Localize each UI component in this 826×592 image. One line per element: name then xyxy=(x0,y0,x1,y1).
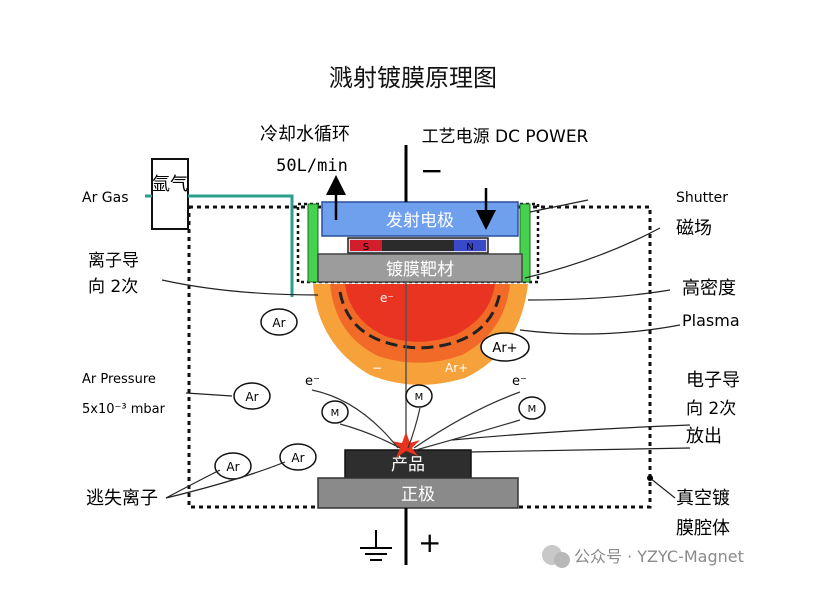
svg-text:Ar: Ar xyxy=(226,460,239,474)
page-title: 溅射镀膜原理图 xyxy=(329,64,497,92)
vacuum-chamber xyxy=(187,205,652,509)
argon-box-label: 氩气 xyxy=(152,174,188,195)
plasma-ar: Ar+ xyxy=(445,361,468,375)
trajectories xyxy=(311,389,521,451)
chamber-pointer-dot xyxy=(647,475,653,481)
shutter-left xyxy=(307,203,319,283)
high-density-label-1: 高密度 xyxy=(682,278,736,299)
lost-ions-label: 逃失离子 xyxy=(86,488,158,509)
vacuum-chamber-label-1: 真空镀 xyxy=(676,488,730,509)
anode-block xyxy=(317,477,519,509)
ar-particle-2: Ar xyxy=(233,382,271,410)
svg-text:M: M xyxy=(415,392,424,403)
anode-label: 正极 xyxy=(401,485,435,505)
magnet-core xyxy=(382,240,454,251)
vacuum-chamber-label-2: 膜腔体 xyxy=(676,518,730,539)
svg-text:M: M xyxy=(528,404,537,415)
argon-box xyxy=(151,158,189,230)
watermark: 公众号 · YZYC-Magnet xyxy=(542,545,744,568)
plasma-inner xyxy=(345,284,495,342)
svg-text:M: M xyxy=(331,408,340,419)
leader-lines xyxy=(161,199,691,499)
svg-text:Ar: Ar xyxy=(272,316,285,330)
high-density-label-2: Plasma xyxy=(682,311,740,330)
electron-label-2: 向 2次 xyxy=(686,399,736,419)
electron-left: e⁻ xyxy=(305,374,320,389)
magnetic-field-label: 磁场 xyxy=(676,218,712,239)
ar-pressure-label-1: Ar Pressure xyxy=(82,372,156,387)
impact-spark xyxy=(391,432,420,458)
ar-gas-label: Ar Gas xyxy=(82,190,129,206)
electron-label-1: 电子导 xyxy=(686,370,740,391)
plasma-electron: e⁻ xyxy=(380,291,394,305)
magnet-s-label: S xyxy=(363,242,369,253)
plus-sign: + xyxy=(418,526,441,559)
ar-pressure-label-2: 5x10⁻³ mbar xyxy=(82,402,166,417)
ion-guide-label-2: 向 2次 xyxy=(88,277,138,297)
ion-guide-label-1: 离子导 xyxy=(88,251,139,271)
magnet-n-label: N xyxy=(466,242,473,253)
minus-sign: − xyxy=(420,154,443,187)
watermark-text: 公众号 · YZYC-Magnet xyxy=(574,547,744,566)
shutter-label: Shutter xyxy=(676,190,728,206)
electron-label-3: 放出 xyxy=(686,426,722,447)
ground-symbol xyxy=(360,530,392,561)
cooling-water-label: 冷却水循环 xyxy=(260,124,350,145)
target-block xyxy=(317,253,523,283)
shutter-right xyxy=(519,203,531,283)
ar-particle-1: Ar xyxy=(260,308,298,336)
ar-plus-bubble xyxy=(480,332,530,362)
magnet-n-pole xyxy=(454,240,486,251)
plasma-minus: − xyxy=(372,361,382,375)
gas-line xyxy=(188,194,294,297)
m-particle-1: M xyxy=(321,400,349,424)
ar-particle-4: Ar xyxy=(279,443,317,471)
power-source-label: 工艺电源 DC POWER xyxy=(422,127,589,147)
ar-plus-label: Ar+ xyxy=(492,341,517,356)
svg-text:Ar: Ar xyxy=(245,390,258,404)
cathode-label: 发射电极 xyxy=(386,211,454,231)
m-particle-2: M xyxy=(405,384,433,408)
magnet-s-pole xyxy=(350,240,382,251)
m-particle-3: M xyxy=(518,396,546,420)
svg-text:Ar: Ar xyxy=(291,451,304,465)
magnetic-field-arc xyxy=(338,291,502,350)
ar-particle-3: Ar xyxy=(214,452,252,480)
product-label: 产品 xyxy=(391,455,425,475)
target-label: 镀膜靶材 xyxy=(386,260,454,280)
electron-right: e⁻ xyxy=(512,374,527,389)
flow-rate-label: 50L/min xyxy=(276,156,348,176)
